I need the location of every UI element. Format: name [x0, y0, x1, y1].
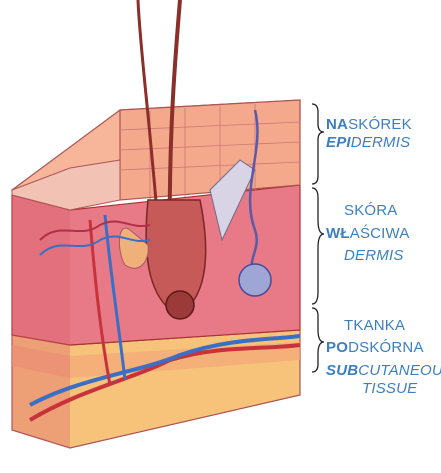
label-subcutaneous-polish-prefix: PO [326, 339, 348, 356]
dermis-right-face [12, 195, 70, 448]
sweat-gland-coil [239, 264, 271, 296]
label-subcutaneous-english-line1: SUBCUTANEOUS [326, 362, 441, 379]
hair-bulb [166, 291, 194, 319]
label-epidermis-polish: NASKÓREK [326, 116, 412, 133]
label-dermis-english: DERMIS [344, 247, 404, 264]
label-epidermis-english-prefix: EPI [326, 134, 351, 151]
label-subcutaneous-polish-rest: DSKÓRNA [348, 339, 424, 356]
label-dermis-polish-rest: AŚCIWA [350, 225, 410, 242]
label-epidermis-polish-rest: SKÓREK [348, 116, 412, 133]
label-subcutaneous-polish-line2: PODSKÓRNA [326, 339, 424, 356]
label-epidermis-polish-prefix: NA [326, 116, 348, 133]
label-subcutaneous-english-prefix: SUB [326, 362, 358, 379]
label-dermis-polish-prefix: WŁ [326, 225, 350, 242]
label-subcutaneous-polish-line1: TKANKA [344, 317, 405, 334]
layer-brackets [312, 104, 324, 372]
label-dermis-polish-line2: WŁAŚCIWA [326, 225, 410, 242]
label-dermis-polish-line1: SKÓRA [344, 202, 398, 219]
label-subcutaneous-english-line2: TISSUE [362, 380, 417, 397]
label-epidermis-english-rest: DERMIS [351, 134, 411, 151]
label-subcutaneous-english-rest: CUTANEOUS [358, 362, 441, 379]
label-epidermis-english: EPIDERMIS [326, 134, 410, 151]
